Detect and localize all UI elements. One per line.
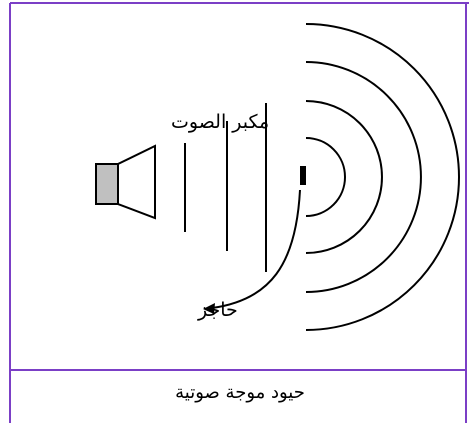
pointer-curve [212, 190, 300, 308]
speaker-icon [96, 146, 155, 218]
figure-frame [10, 3, 469, 423]
diffracted-wavefronts [306, 24, 459, 330]
barrier-label: حاجز [197, 299, 238, 321]
barrier-block [300, 166, 306, 185]
speaker-cone [118, 146, 155, 218]
diffracted-arc [306, 101, 382, 253]
speaker-magnet [96, 164, 118, 204]
speaker-label: مكبر الصوت [171, 111, 269, 133]
barrier-pointer [203, 190, 300, 314]
diffracted-arc [306, 138, 345, 216]
figure-caption: حيود موجة صوتية [175, 382, 305, 403]
diffracted-arc [306, 62, 421, 292]
